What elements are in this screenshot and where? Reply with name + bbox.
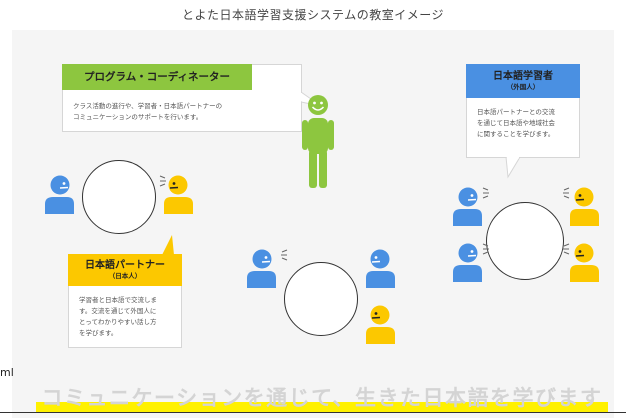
speech-lines-icon <box>563 243 570 255</box>
learner-person-icon <box>450 242 484 284</box>
learner-line-2: を通じて日本語や地域社会 <box>477 119 555 127</box>
partner-person-icon <box>162 174 196 216</box>
coordinator-line-1: クラス活動の進行や、学習者・日本語パートナーの <box>73 102 223 110</box>
learner-line-1: 日本語パートナーとの交流 <box>477 108 555 116</box>
learner-person-icon <box>42 174 76 216</box>
learner-person-icon <box>244 248 278 290</box>
learner-tail <box>505 157 521 179</box>
learner-heading: 日本語学習者 <box>493 71 553 82</box>
partner-heading-block: 日本語パートナー （日本人） <box>68 254 182 286</box>
partner-subheading: （日本人） <box>108 272 142 280</box>
speech-lines-icon <box>482 187 489 199</box>
coordinator-heading: プログラム・コーディネーター <box>62 64 252 90</box>
partner-line-2: す。交流を通じて外国人に <box>79 307 157 315</box>
speech-lines-icon <box>563 187 570 199</box>
partner-person-icon <box>364 304 398 346</box>
partner-line-3: とってわかりやすい話し方 <box>79 318 157 326</box>
slogan-banner: コミュニケーションを通じて、生きた日本語を学びます <box>36 381 608 413</box>
partner-person-icon <box>568 242 602 284</box>
classroom-illustration: クラス活動の進行や、学習者・日本語パートナーの コミュニケーションのサポートを行… <box>12 30 614 418</box>
discussion-table <box>284 262 358 336</box>
page-title: とよた日本語学習支援システムの教室イメージ <box>182 8 444 22</box>
learner-subheading: （外国人） <box>506 83 540 91</box>
discussion-table <box>486 202 564 280</box>
learner-person-icon <box>450 186 484 228</box>
speech-lines-icon <box>159 175 166 187</box>
partner-line-1: 学習者と日本語で交流しま <box>79 296 157 304</box>
coordinator-figure-icon <box>300 94 336 190</box>
divider <box>0 412 626 413</box>
speech-lines-icon <box>281 249 288 261</box>
partner-person-icon <box>568 186 602 228</box>
coordinator-line-2: コミュニケーションのサポートを行います。 <box>73 113 203 121</box>
partner-tail <box>162 235 174 255</box>
discussion-table <box>82 160 156 234</box>
learner-heading-block: 日本語学習者 （外国人） <box>466 64 580 98</box>
speech-lines-icon <box>482 243 489 255</box>
partner-line-4: を学びます。 <box>79 329 118 337</box>
slogan-text: コミュニケーションを通じて、生きた日本語を学びます <box>41 386 603 410</box>
learner-person-icon <box>364 248 398 290</box>
learner-line-3: に関することを学びます。 <box>477 130 555 138</box>
side-label: ml <box>0 366 14 379</box>
slogan-highlight <box>36 402 608 413</box>
partner-heading: 日本語パートナー <box>85 260 165 271</box>
